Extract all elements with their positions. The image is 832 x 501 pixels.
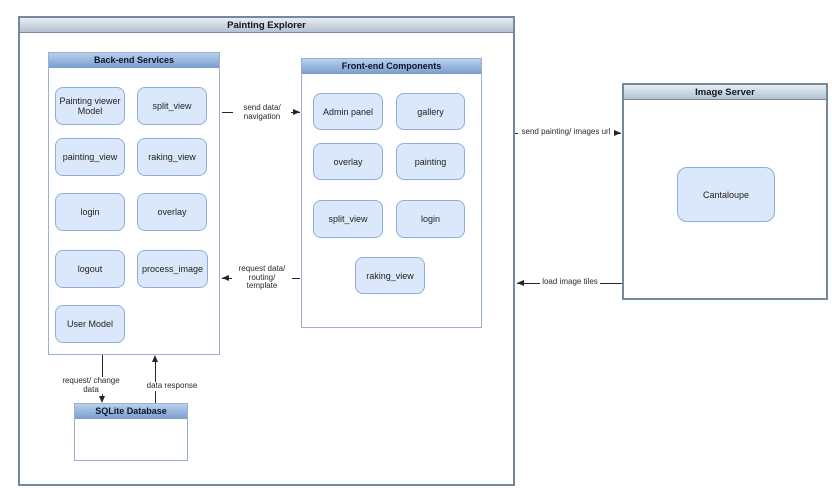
- arrow-request-change: [99, 355, 106, 403]
- arrow-head-up: [152, 355, 158, 362]
- arrow-head-left: [517, 280, 524, 286]
- node-cantaloupe: Cantaloupe: [677, 167, 775, 222]
- node-backend-split-view: split_view: [137, 87, 207, 125]
- node-user-model: User Model: [55, 305, 125, 343]
- frontend-components-title: Front-end Components: [302, 59, 481, 74]
- node-frontend-raking-view: raking_view: [355, 257, 425, 294]
- node-painting-view: painting_view: [55, 138, 125, 176]
- arrow-label-request-data: request data/ routing/ template: [232, 264, 292, 291]
- node-painting-viewer-model: Painting viewer Model: [55, 87, 125, 125]
- node-backend-login: login: [55, 193, 125, 231]
- node-admin-panel: Admin panel: [313, 93, 383, 130]
- arrow-load-tiles: load image tiles: [517, 276, 622, 290]
- backend-services-title: Back-end Services: [49, 53, 219, 68]
- node-frontend-login: login: [396, 200, 465, 238]
- node-painting: painting: [396, 143, 465, 180]
- arrow-label-send-data: send data/ navigation: [233, 103, 291, 121]
- image-server-title: Image Server: [624, 85, 826, 100]
- arrow-head-down: [99, 396, 105, 403]
- arrow-line: [102, 355, 103, 397]
- node-process-image: process_image: [137, 250, 208, 288]
- painting-explorer-title: Painting Explorer: [20, 18, 513, 33]
- arrow-head-right: [293, 109, 300, 115]
- node-gallery: gallery: [396, 93, 465, 130]
- node-frontend-split-view: split_view: [313, 200, 383, 238]
- arrow-send-painting: send painting/ images url: [515, 126, 621, 140]
- arrow-request-data: request data/ routing/ template: [222, 264, 300, 292]
- arrow-data-response: [152, 355, 159, 403]
- arrow-label-send-painting: send painting/ images url: [518, 127, 614, 137]
- arrow-head-right: [614, 130, 621, 136]
- arrow-head-left: [222, 275, 229, 281]
- arrow-send-data: send data/ navigation: [222, 103, 300, 123]
- node-frontend-overlay: overlay: [313, 143, 383, 180]
- arrow-label-request-change: request/ change data: [54, 376, 128, 394]
- node-backend-raking-view: raking_view: [137, 138, 207, 176]
- node-logout: logout: [55, 250, 125, 288]
- arrow-label-load-tiles: load image tiles: [540, 277, 600, 287]
- sqlite-database-box: SQLite Database: [74, 403, 188, 461]
- arrow-label-data-response: data response: [144, 381, 200, 391]
- sqlite-database-title: SQLite Database: [75, 404, 187, 419]
- node-backend-overlay: overlay: [137, 193, 207, 231]
